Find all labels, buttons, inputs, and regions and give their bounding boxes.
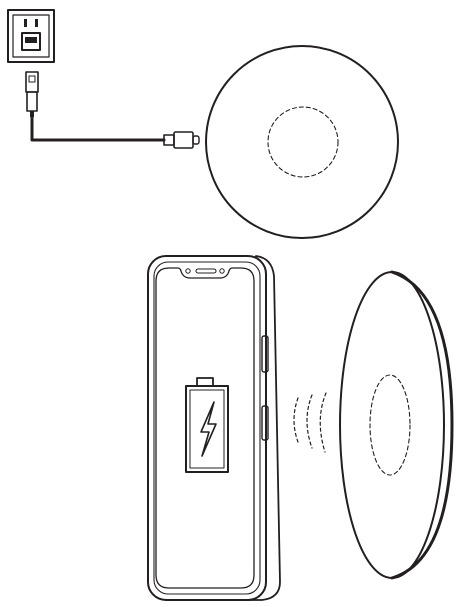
wireless-charging-pad-icon (205, 45, 399, 239)
lightning-bolt-icon (200, 401, 217, 457)
wireless-charging-pad-icon (339, 270, 454, 580)
charging-coil-icon (267, 106, 339, 178)
charging-coil-icon (369, 374, 411, 476)
battery-charging-icon (185, 377, 229, 473)
usb-c-plug-icon (163, 131, 200, 149)
wireless-signal-icon (293, 392, 327, 453)
wall-socket-icon (7, 9, 55, 63)
smartphone-icon (147, 255, 281, 601)
usb-cable-icon (25, 71, 166, 142)
